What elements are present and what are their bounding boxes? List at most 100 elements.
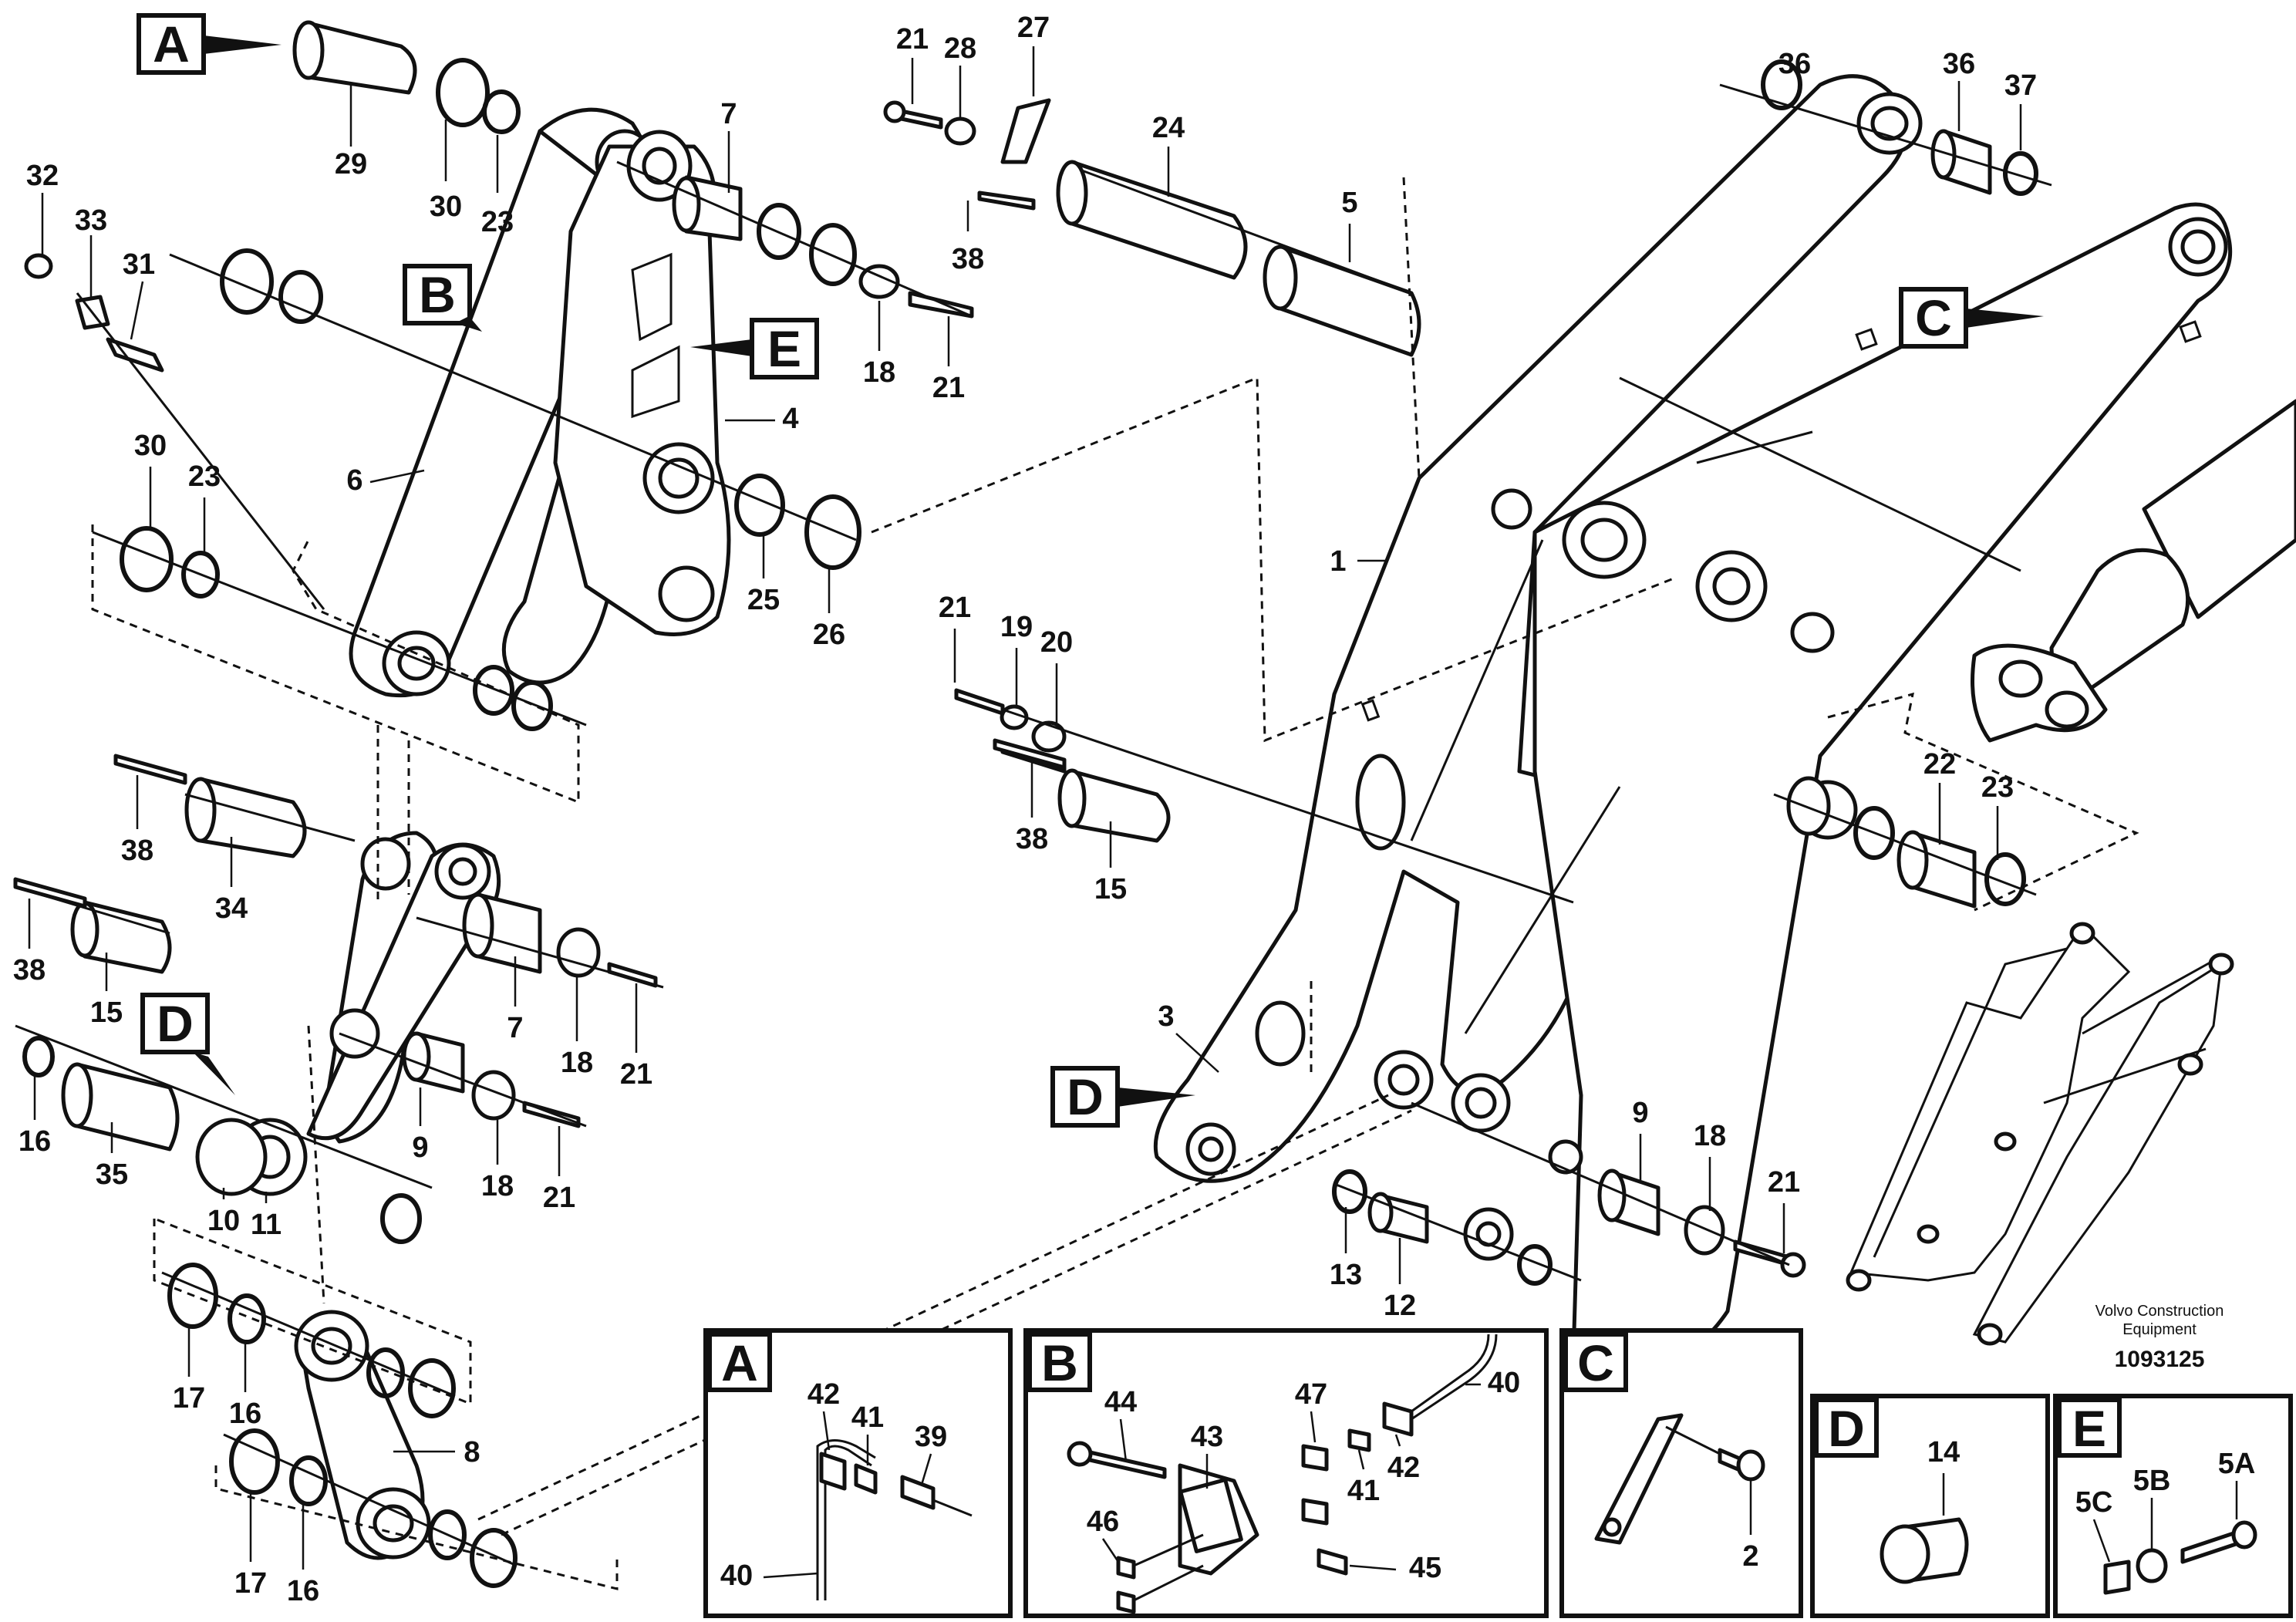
callout-23b: 23	[188, 460, 221, 493]
callout-19: 19	[1000, 611, 1033, 643]
callout-3: 3	[1158, 1000, 1174, 1033]
callout-21-left-a: 21	[620, 1058, 652, 1091]
callout-7: 7	[720, 98, 737, 130]
inset-A: A 42 41 39 40	[703, 1328, 1013, 1618]
callout-42-A: 42	[807, 1378, 840, 1411]
brand-line-1: Volvo Construction	[2095, 1303, 2224, 1320]
flag-A: A	[137, 13, 282, 75]
callout-10: 10	[207, 1205, 240, 1237]
callout-44: 44	[1104, 1386, 1137, 1418]
callout-13: 13	[1330, 1259, 1362, 1291]
inset-D: D 14	[1810, 1394, 2050, 1618]
callouts: 29 30 23 7 32 33 31 30 23 6 4 25 26 21 2…	[13, 12, 2037, 1607]
callout-2: 2	[1742, 1540, 1758, 1573]
callout-30: 30	[430, 191, 462, 223]
brand-block: Volvo Construction Equipment 1093125	[2095, 1303, 2224, 1372]
inset-D-title: D	[1828, 1400, 1865, 1457]
flag-B-label: B	[419, 266, 456, 323]
lift-cylinder	[1971, 399, 2296, 743]
callout-39: 39	[915, 1421, 947, 1453]
callout-21-left-b: 21	[543, 1182, 575, 1214]
callout-34: 34	[215, 892, 248, 925]
flag-C-label: C	[1915, 289, 1952, 346]
callout-18-left-a: 18	[561, 1047, 593, 1079]
flag-E-label: E	[767, 320, 801, 377]
callout-12: 12	[1384, 1290, 1416, 1322]
callout-23-right: 23	[1981, 771, 2014, 804]
flag-D-right: D	[1050, 1066, 1195, 1128]
callout-21-top: 21	[896, 23, 929, 56]
callout-47: 47	[1295, 1378, 1327, 1411]
callout-18-right: 18	[1694, 1120, 1726, 1152]
callout-38-mid: 38	[1016, 823, 1048, 855]
callout-46: 46	[1087, 1506, 1119, 1538]
inset-A-title: A	[721, 1334, 758, 1391]
callout-27: 27	[1017, 12, 1050, 44]
flag-A-label: A	[153, 15, 190, 73]
callout-21-right: 21	[1768, 1166, 1800, 1199]
inset-B-title: B	[1041, 1334, 1078, 1391]
callout-5C: 5C	[2075, 1486, 2113, 1519]
inset-E: E 5A 5B 5C	[2053, 1394, 2293, 1618]
callout-38-top: 38	[952, 243, 984, 275]
callout-43: 43	[1191, 1421, 1223, 1453]
flag-C: C	[1899, 287, 2044, 349]
link-assembly-upper	[349, 107, 731, 698]
callout-22: 22	[1923, 748, 1956, 781]
loader-thumbnail	[1846, 922, 2234, 1346]
link-assembly-lower	[195, 831, 501, 1196]
callout-36b: 36	[1943, 48, 1975, 80]
callout-1: 1	[1330, 545, 1346, 578]
callout-38-left-a: 38	[121, 835, 153, 867]
callout-40-A: 40	[720, 1560, 753, 1592]
callout-17-a: 17	[173, 1382, 205, 1415]
callout-5B: 5B	[2133, 1465, 2171, 1497]
axis-lines	[15, 83, 2052, 1567]
callout-5: 5	[1341, 187, 1357, 219]
inset-C: C 2	[1559, 1328, 1803, 1618]
flag-D-left: D	[140, 993, 235, 1095]
callout-28: 28	[944, 32, 976, 65]
callout-32: 32	[26, 160, 59, 192]
lift-arm-frame	[1153, 74, 2233, 1367]
callout-30b: 30	[134, 430, 167, 462]
callout-24: 24	[1152, 112, 1185, 144]
callout-40-B: 40	[1488, 1367, 1520, 1399]
callout-17-b: 17	[234, 1567, 267, 1600]
callout-21-mid: 21	[939, 592, 971, 624]
callout-37: 37	[2004, 69, 2037, 102]
callout-8: 8	[464, 1436, 480, 1469]
callout-14: 14	[1927, 1436, 1960, 1469]
callout-7-left: 7	[507, 1012, 523, 1044]
callout-5A: 5A	[2218, 1448, 2256, 1480]
callout-25: 25	[747, 584, 780, 616]
callout-41-A: 41	[851, 1401, 884, 1434]
flag-D-left-label: D	[157, 995, 194, 1052]
callout-38-left-b: 38	[13, 954, 46, 986]
callout-4: 4	[782, 403, 798, 435]
callout-16-left: 16	[19, 1125, 51, 1158]
callout-35: 35	[96, 1158, 128, 1191]
callout-20: 20	[1040, 626, 1073, 659]
callout-18-left-b: 18	[481, 1170, 514, 1202]
brand-line-2: Equipment	[2122, 1321, 2197, 1338]
callout-6: 6	[346, 464, 362, 497]
callout-9-left: 9	[412, 1131, 428, 1164]
callout-26: 26	[813, 619, 845, 651]
callout-15-mid: 15	[1094, 873, 1127, 905]
callout-11: 11	[251, 1209, 282, 1241]
callout-16-b: 16	[287, 1575, 319, 1607]
inset-E-title: E	[2072, 1400, 2106, 1457]
link-8	[294, 1310, 431, 1560]
callout-29: 29	[335, 148, 367, 180]
callout-41-B: 41	[1347, 1475, 1380, 1507]
callout-23: 23	[481, 206, 514, 238]
pins-and-rings	[13, 20, 2038, 1588]
document-number: 1093125	[2115, 1347, 2205, 1372]
callout-18-top: 18	[863, 356, 895, 389]
dashed-connectors	[91, 177, 2139, 1590]
callout-9-right: 9	[1632, 1097, 1648, 1129]
callout-42-B: 42	[1387, 1452, 1420, 1484]
callout-36: 36	[1778, 48, 1811, 80]
